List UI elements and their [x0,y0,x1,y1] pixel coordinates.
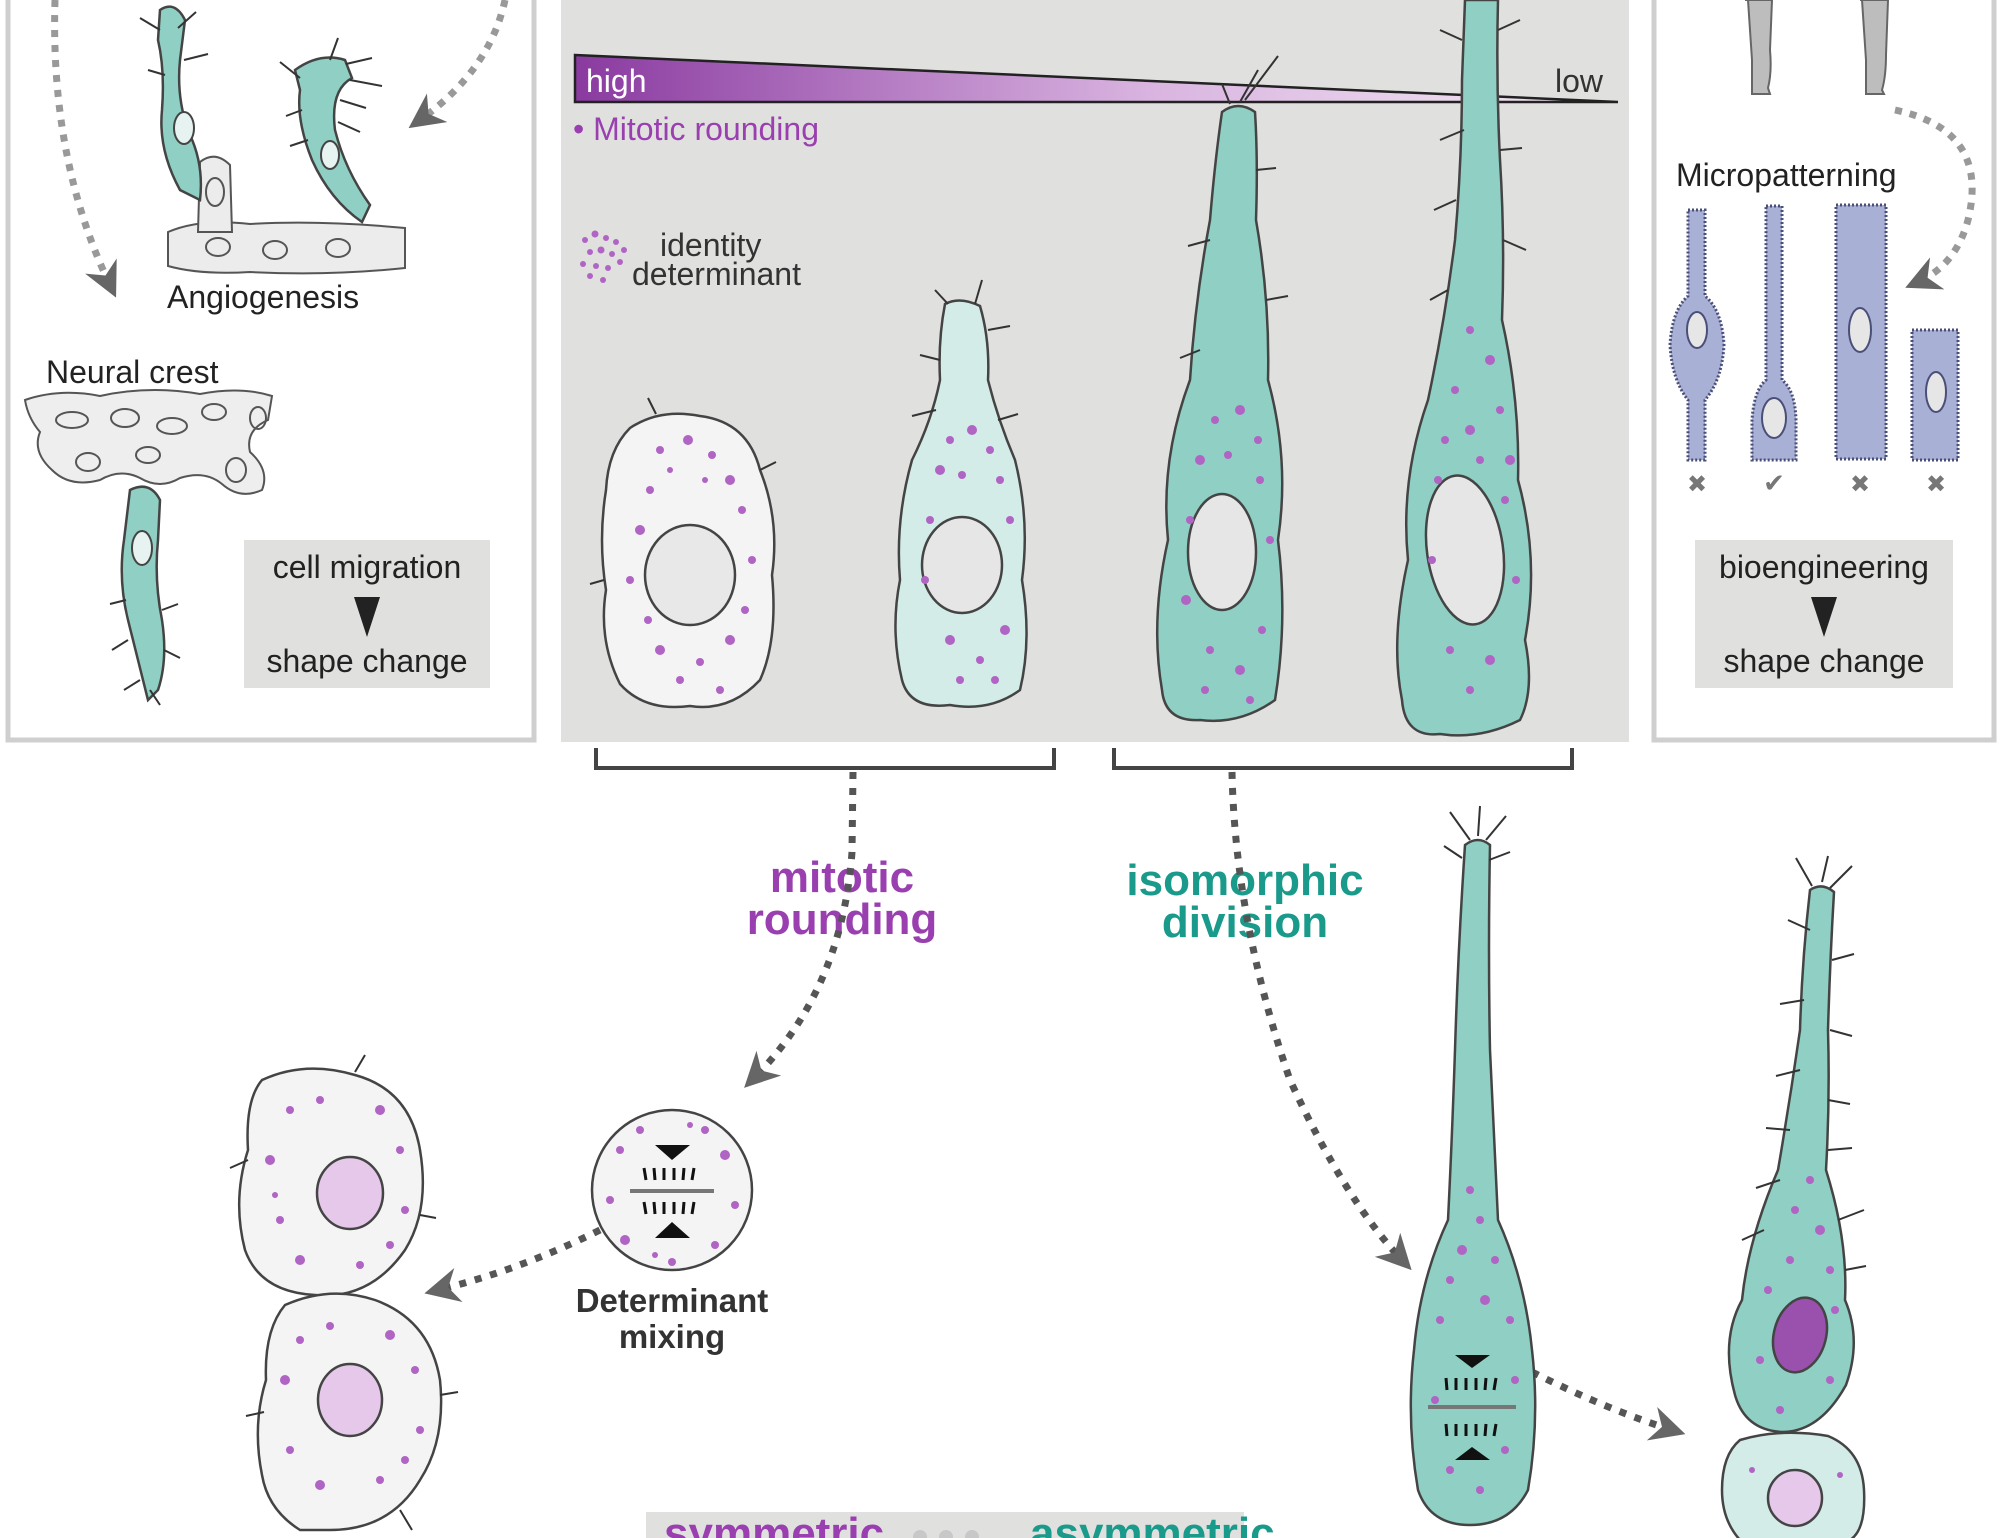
legend-identity-line2: determinant [632,256,801,292]
micropattern-mark-4: ✖ [1926,471,1946,498]
highly-elongated-cell [1395,0,1533,737]
micropattern-mark-3: ✖ [1850,471,1870,498]
isomorphic-dividing-cell [1409,805,1537,1527]
micropattern-mark-2: ✔ [1763,468,1785,498]
elongated-cell [1155,55,1289,723]
micropattern-shape [1668,208,1726,462]
legend-mitotic-rounding: • Mitotic rounding [573,111,819,147]
micropattern-shape [1750,204,1798,462]
daughter-cell-asymmetric-round [1720,1431,1866,1538]
micropattern-mark-1: ✖ [1687,471,1707,498]
neural-crest-label: Neural crest [46,354,219,390]
dotted-arrow [744,771,857,1088]
mitotic-spindle-pole [655,1145,690,1160]
angiogenesis-sprout-cell [156,5,203,202]
daughter-cell-asymmetric-elongated [1727,855,1867,1434]
mitotic-spindle-pole [1455,1355,1490,1368]
down-arrow-icon [1811,597,1837,637]
mitotic-spindle-pole [1455,1447,1490,1460]
bracket-isomorphic-division [1112,748,1574,770]
human-figure-icon [1745,0,1774,95]
determinant-mixing-line1: Determinant [576,1282,769,1319]
down-arrow-icon [354,597,380,637]
daughter-cell-symmetric [245,1292,459,1532]
mitotic-spindle-pole [655,1222,690,1238]
angiogenesis-label: Angiogenesis [167,279,359,315]
legend-arrows-icon [913,1530,979,1538]
shape-change-label-right: shape change [1723,643,1924,679]
human-figure-icon [1860,0,1890,95]
asymmetric-label: asymmetric [1030,1509,1275,1538]
dotted-arrow [1894,106,1976,290]
bracket-mitotic-rounding [594,748,1056,770]
partially-elongated-cell [894,279,1028,708]
mitotic-rounding-gradient-wedge [573,53,1619,104]
cell-migration-label: cell migration [273,549,462,585]
gradient-low-label: low [1555,63,1604,99]
symmetric-label: symmetric [664,1509,884,1538]
determinant-mixing-line2: mixing [619,1318,725,1355]
rounded-cell [589,397,777,709]
dotted-arrow [1228,771,1412,1271]
dotted-arrow [408,0,509,129]
shape-change-label-left: shape change [266,643,467,679]
lower-section: mitotic rounding isomorphic division [229,771,1867,1538]
micropattern-shape [1910,328,1960,462]
identity-determinant-dots-icon [580,230,627,283]
dotted-arrow [51,0,117,298]
daughter-cell-symmetric [229,1054,437,1297]
isomorphic-division-label-line1: isomorphic [1126,856,1363,905]
mitotic-round-cell [590,1108,754,1272]
legend-identity-line1: identity [660,227,761,263]
dotted-arrow [424,1226,602,1303]
micropattern-shape [1834,203,1888,461]
angiogenesis-sprout-cell [293,56,372,224]
right-panel: Micropatterning ✖ ✔ ✖ ✖ bioengineering s… [1651,0,1997,743]
micropatterning-label: Micropatterning [1676,157,1897,193]
left-panel: Angiogenesis Neural crest cell migration… [5,0,537,743]
bioengineering-label: bioengineering [1719,549,1929,585]
center-panel: high low • Mitotic rounding identity det… [561,0,1629,742]
dotted-arrow [1530,1368,1686,1441]
gradient-high-label: high [586,63,647,99]
neural-crest-epithelium [23,388,274,495]
mitotic-rounding-label-line1: mitotic [770,853,914,902]
